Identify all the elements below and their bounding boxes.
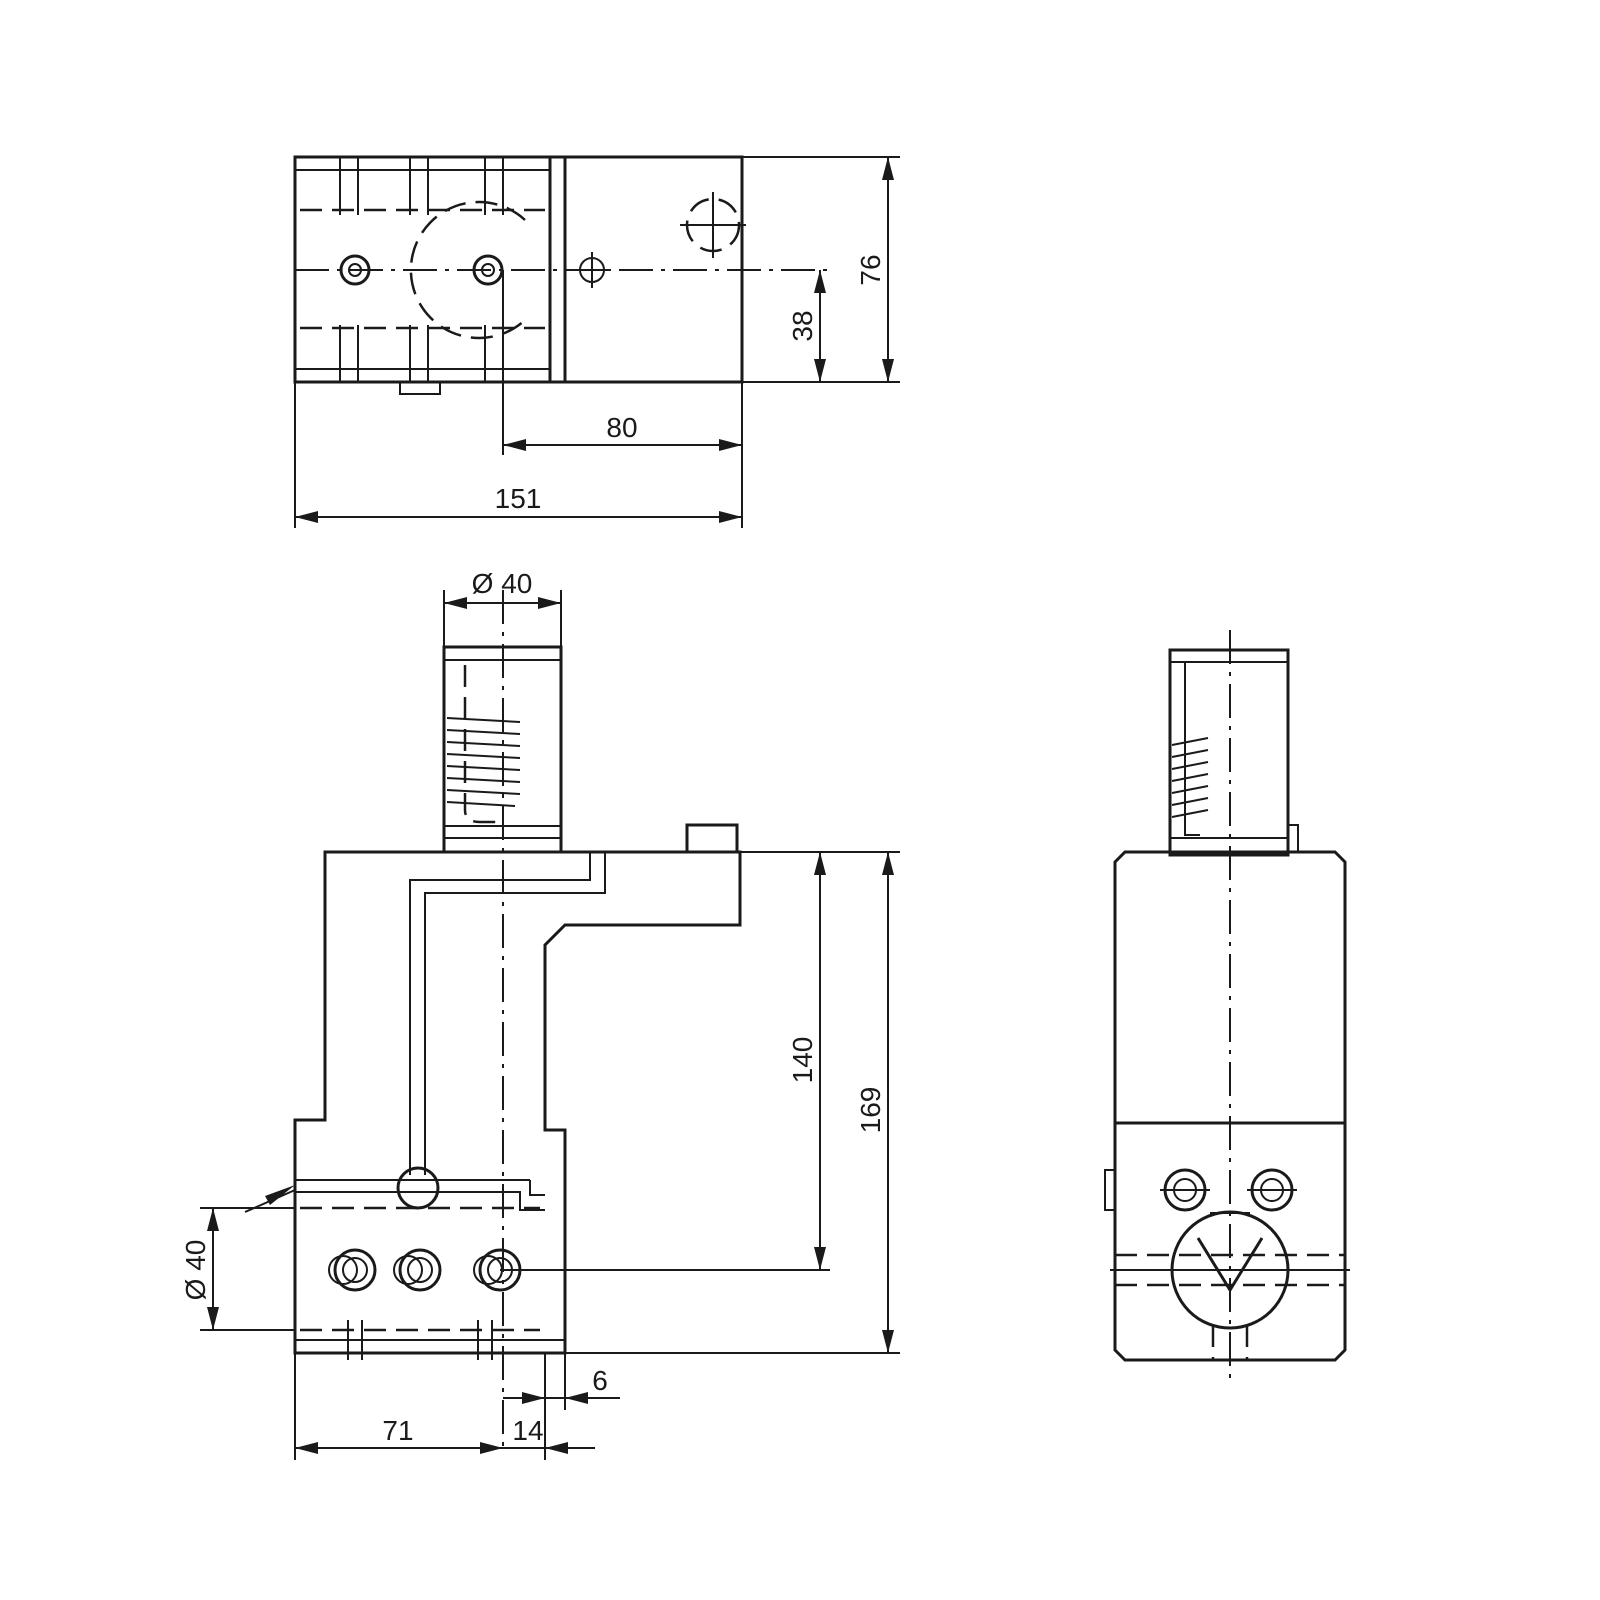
dim-6: 6 — [592, 1365, 608, 1396]
front-view-top-key — [685, 823, 739, 854]
dim-38: 38 — [787, 310, 818, 341]
dim-shank-diameter: Ø 40 — [472, 568, 533, 599]
front-view-dimensions: Ø 40 169 140 Ø 40 71 14 6 — [180, 568, 900, 1460]
side-view-thread — [1171, 737, 1209, 818]
top-view — [293, 155, 830, 395]
side-view — [1104, 630, 1350, 1380]
dim-bore-diameter: Ø 40 — [180, 1240, 211, 1301]
front-view-screws — [328, 1248, 522, 1292]
screw-icon — [398, 1248, 442, 1292]
side-view-lower-body — [1113, 1121, 1347, 1362]
screw-icon — [333, 1248, 377, 1292]
coolant-nozzle-icon — [396, 1166, 440, 1210]
dim-76: 76 — [855, 254, 886, 285]
dim-140: 140 — [787, 1037, 818, 1084]
dim-14: 14 — [512, 1415, 543, 1446]
dim-169: 169 — [855, 1087, 886, 1134]
top-view-tool-arc — [409, 200, 526, 340]
top-view-dimensions: 76 38 80 151 — [294, 156, 900, 528]
front-view-thread — [446, 665, 521, 824]
front-view-body — [293, 850, 742, 1355]
dim-71: 71 — [382, 1415, 413, 1446]
dim-151: 151 — [495, 483, 542, 514]
front-view — [244, 590, 830, 1450]
dim-80: 80 — [606, 412, 637, 443]
